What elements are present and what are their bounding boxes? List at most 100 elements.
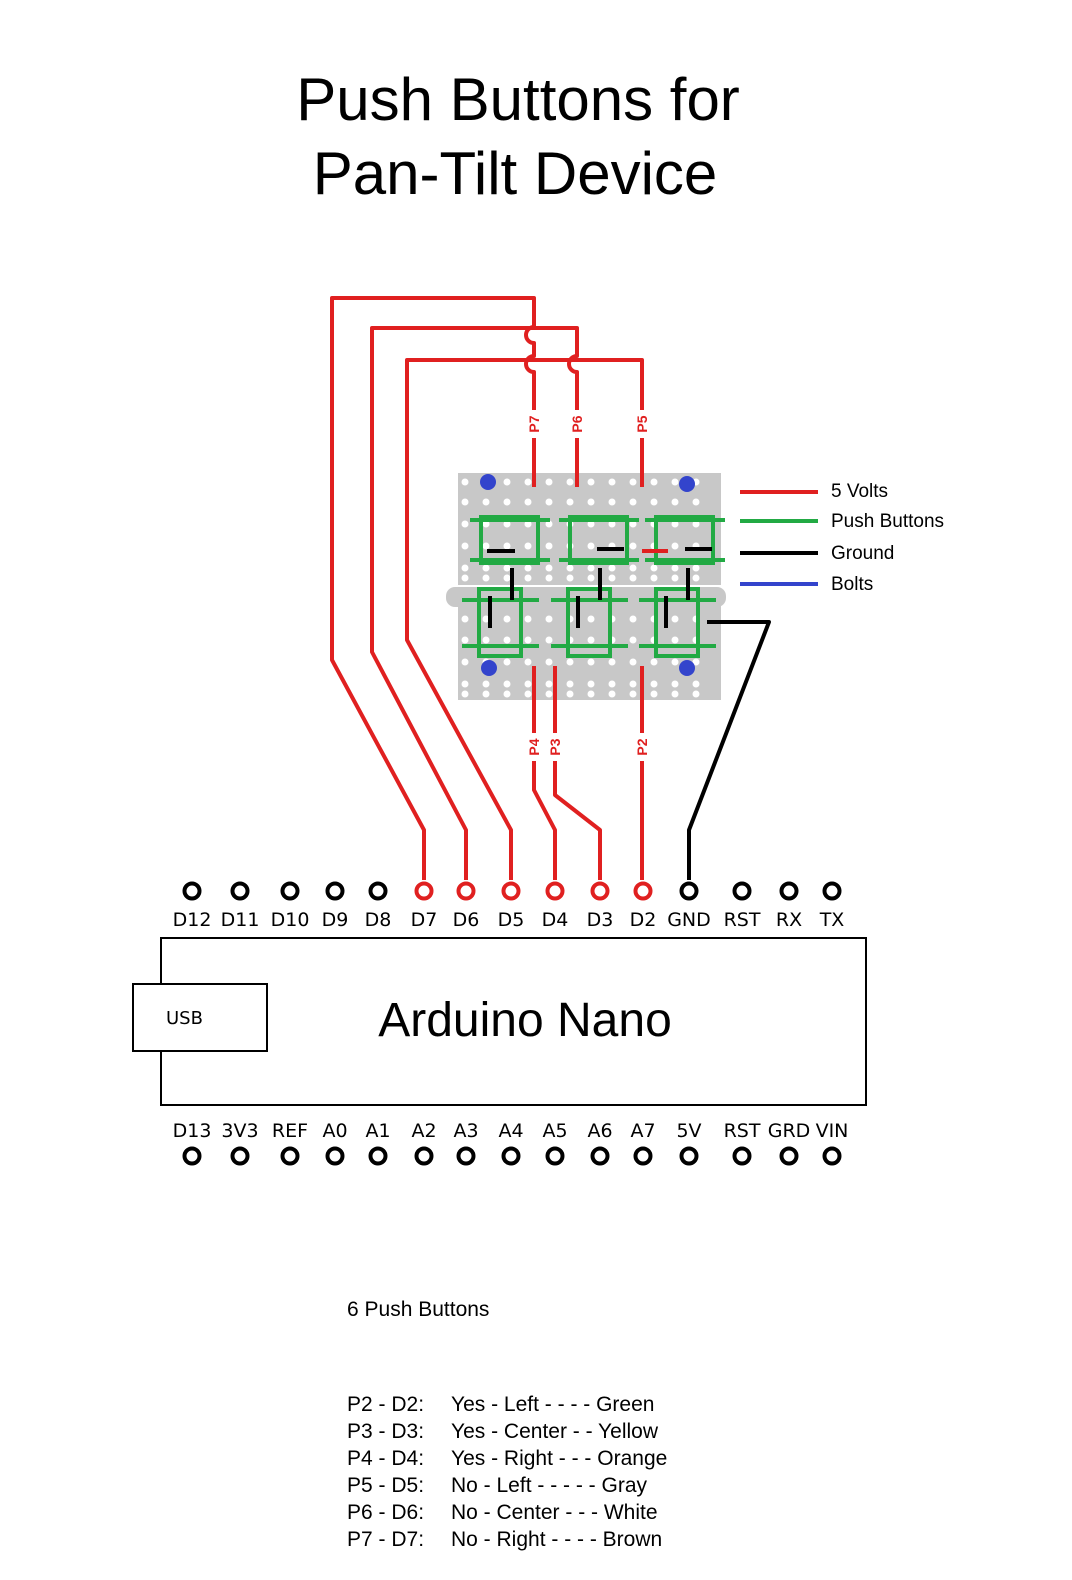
bottom-pin-a3 [456,1146,476,1166]
stripboard-hole [545,520,553,528]
top-pin-d5 [501,881,521,901]
bottom-pin-5v [679,1146,699,1166]
stripboard-hole [461,690,469,698]
notes-row-desc: No - Right - - - - Brown [451,1528,663,1551]
stripboard-hole [587,564,595,572]
stripboard-hole [566,478,574,486]
stripboard-hole [671,478,679,486]
stripboard-hole [671,564,679,572]
stripboard-hole [482,636,490,644]
stripboard-hole [650,574,658,582]
push-button-4 [462,587,539,658]
stripboard-hole [545,636,553,644]
stripboard-hole [629,564,637,572]
notes-row: P3 - D3: Yes - Center - - Yellow [347,1418,667,1445]
stripboard-hole [566,498,574,506]
stripboard-hole [503,564,511,572]
notes-row-pin: P5 - D5: [347,1474,425,1497]
stripboard-hole [503,690,511,698]
stripboard-hole [692,690,700,698]
top-pin-d3 [590,881,610,901]
stripboard-hole [545,658,553,666]
stripboard-hole [629,690,637,698]
bolt-top-right [679,476,695,492]
wire-label-p7: P7 [526,415,542,432]
stripboard-hole [461,615,469,623]
notes-row-pin: P2 - D2: [347,1393,425,1416]
notes-row: P4 - D4:Yes - Right - - - Orange [347,1445,667,1472]
bottom-pin-a0 [325,1146,345,1166]
stripboard-hole [545,498,553,506]
bottom-pin-grd [779,1146,799,1166]
top-pin-d7 [414,881,434,901]
legend-label-buttons: Push Buttons [831,511,944,532]
top-pin-label-rx: RX [776,909,802,931]
ground-jumpers [487,547,718,628]
legend-label-bolts: Bolts [831,574,873,595]
top-pin-label-d3: D3 [587,909,614,931]
stripboard-hole [608,658,616,666]
top-pin-label-d7: D7 [411,909,438,931]
top-pin-d6 [456,881,476,901]
stripboard-hole [482,542,490,550]
notes-row-desc: Yes - Center - - Yellow [451,1420,658,1443]
stripboard-hole [650,658,658,666]
bottom-pin-label-grd: GRD [768,1120,811,1142]
stripboard-hole [671,636,679,644]
stripboard-hole [608,520,616,528]
stripboard-hole [545,690,553,698]
notes-row-pin: P6 - D6: [347,1501,425,1524]
notes-row-desc: No - Center - - - White [451,1501,658,1524]
wire-label-p4: P4 [526,738,542,755]
wire-label-p5: P5 [634,415,650,432]
stripboard-hole [524,574,532,582]
stripboard-hole [671,615,679,623]
stripboard-hole [671,690,679,698]
wire-p3 [553,666,602,880]
bottom-pin-label-3v3: 3V3 [221,1120,258,1142]
stripboard-hole [545,542,553,550]
top-pin-label-d10: D10 [271,909,310,931]
stripboard-hole [650,680,658,688]
stripboard-hole [461,498,469,506]
bottom-pin-label-rst: RST [724,1120,761,1142]
stripboard-hole [461,478,469,486]
stripboard-hole [587,658,595,666]
bottom-pin-a6 [590,1146,610,1166]
stripboard-hole [692,564,700,572]
wire-label-p6: P6 [569,415,585,432]
notes-row-pin: P3 - D3: [347,1420,425,1443]
bottom-pin-label-vin: VIN [816,1120,849,1142]
stripboard-hole [587,520,595,528]
notes-row: P2 - D2:Yes - Left - - - - Green [347,1391,667,1418]
stripboard-hole [608,574,616,582]
stripboard-hole [482,574,490,582]
stripboard-hole [692,658,700,666]
diagram-title-line2: Pan-Tilt Device [313,140,718,207]
stripboard-hole [461,542,469,550]
stripboard-hole [629,658,637,666]
stripboard-hole [545,564,553,572]
top-pin-gnd [679,881,699,901]
stripboard-hole [587,574,595,582]
notes-row: P5 - D5:No - Left - - - - - Gray [347,1472,667,1499]
stripboard-hole [587,615,595,623]
stripboard-hole [482,520,490,528]
bottom-pin-label-ref: REF [272,1120,308,1142]
bottom-pin-label-a1: A1 [365,1120,390,1142]
bolts [480,474,695,676]
bottom-pin-label-a0: A0 [322,1120,347,1142]
diagram-title-line1: Push Buttons for [296,66,740,133]
arduino-nano-board: USB Arduino Nano [132,937,867,1106]
stripboard-hole [503,574,511,582]
bottom-pin-3v3 [230,1146,250,1166]
stripboard-hole [524,615,532,623]
stripboard-hole [587,542,595,550]
stripboard-hole [587,680,595,688]
wire-labels: P7 P6 P5 P4 P3 P2 [526,410,650,761]
push-button-3 [645,515,725,565]
stripboard-hole [503,478,511,486]
